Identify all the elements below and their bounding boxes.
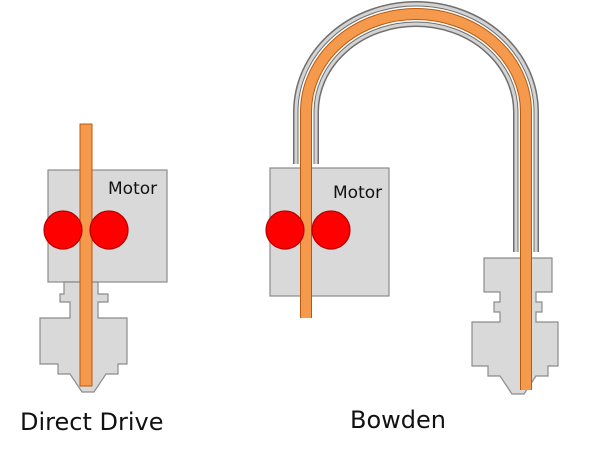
bowden-hotend bbox=[471, 257, 559, 395]
direct-drive-extruder: Motor bbox=[39, 123, 168, 393]
bowden-caption: Bowden bbox=[350, 406, 446, 434]
bowden-gear-right bbox=[311, 210, 351, 250]
direct-drive-filament bbox=[79, 123, 93, 387]
bowden-motor-label: Motor bbox=[333, 183, 382, 203]
direct-drive-caption: Direct Drive bbox=[20, 408, 163, 436]
bowden-gear-left bbox=[265, 210, 305, 250]
direct-drive-gear-right bbox=[89, 210, 129, 250]
direct-drive-motor-label: Motor bbox=[108, 179, 157, 199]
direct-drive-gear-left bbox=[43, 210, 83, 250]
bowden-filament-fill bbox=[301, 9, 531, 390]
bowden-extruder: Motor bbox=[265, 1, 559, 395]
